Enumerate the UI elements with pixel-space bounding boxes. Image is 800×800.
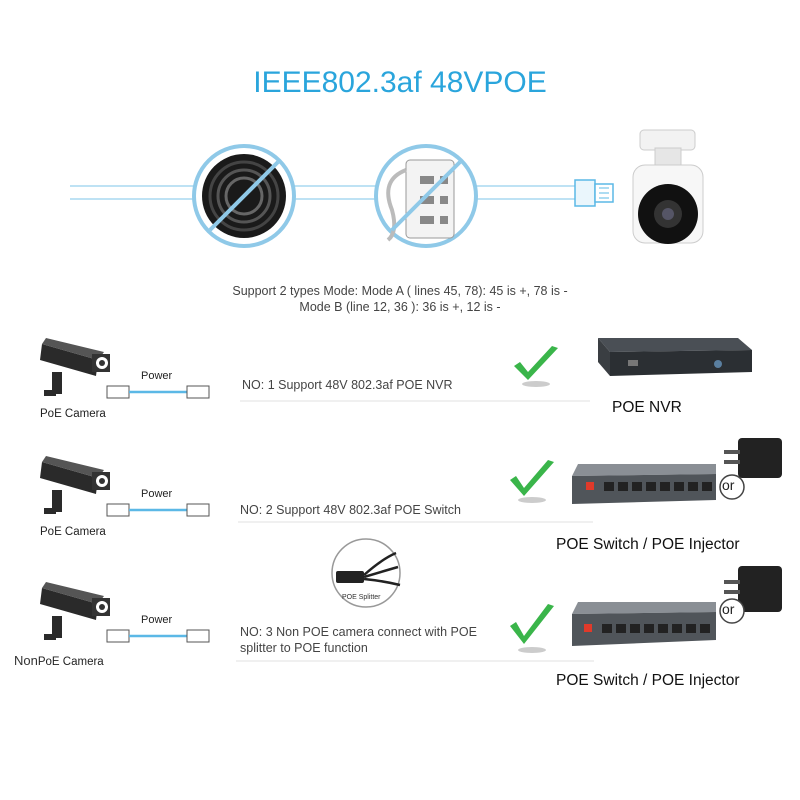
- row3-camera-label: NonPoE Camera: [14, 652, 104, 670]
- row3-description-line1: NO: 3 Non POE camera connect with POE: [240, 625, 477, 639]
- row1-camera-icon: [40, 338, 110, 396]
- row2-or-text: or: [722, 477, 735, 493]
- row2-camera-icon: [40, 456, 110, 514]
- row1-power-label: Power: [141, 370, 173, 382]
- support-line-1: Support 2 types Mode: Mode A ( lines 45,…: [232, 284, 568, 298]
- bullet-camera-icon: [632, 129, 704, 244]
- row2-check-icon: [510, 460, 554, 503]
- row1-device-label: POE NVR: [612, 399, 682, 416]
- row1-separator: [240, 400, 590, 402]
- row2-or-badge: [719, 474, 745, 500]
- row3-separator: [236, 660, 594, 662]
- row3-power-label: Power: [141, 614, 173, 626]
- nvr-device-icon: [598, 338, 752, 376]
- row1-camera-label: PoE Camera: [40, 408, 106, 420]
- row3-camera-label-main: PoE Camera: [37, 656, 104, 668]
- row3-device-label: POE Switch / POE Injector: [556, 672, 740, 689]
- row2-power-cable: [106, 503, 210, 517]
- power-strip-prohibited-icon: [374, 144, 478, 248]
- row2-switch-device-icon: [572, 464, 716, 504]
- row1-power-cable: [106, 385, 210, 399]
- splitter-label: POE Splitter: [342, 594, 381, 601]
- header-diagram: [70, 129, 704, 248]
- row3-camera-icon: [40, 582, 110, 640]
- row1-description: NO: 1 Support 48V 802.3af POE NVR: [242, 378, 453, 392]
- row3-or-badge: [719, 598, 745, 624]
- support-line-2: Mode B (line 12, 36 ): 36 is +, 12 is -: [299, 300, 501, 314]
- page-title: IEEE802.3af 48VPOE: [253, 66, 547, 99]
- row3-switch-device-icon: [572, 602, 716, 646]
- row1-check-icon: [514, 346, 558, 387]
- support-modes-text: Support 2 types Mode: Mode A ( lines 45,…: [150, 283, 650, 315]
- splitter-icon: [331, 538, 401, 608]
- row2-separator: [238, 521, 593, 523]
- row3-injector-icon: [724, 566, 782, 612]
- rj45-plug-icon: [574, 179, 614, 207]
- row3-power-cable: [106, 629, 210, 643]
- row2-power-label: Power: [141, 488, 173, 500]
- row3-description-line2: splitter to POE function: [240, 641, 368, 655]
- row2-camera-label: PoE Camera: [40, 526, 106, 538]
- row3-check-icon: [510, 604, 554, 653]
- cable-coil-prohibited-icon: [192, 144, 296, 248]
- row3-or-text: or: [722, 601, 735, 617]
- row2-device-label: POE Switch / POE Injector: [556, 536, 740, 553]
- row3-description: NO: 3 Non POE camera connect with POE sp…: [240, 624, 477, 656]
- row2-injector-icon: [724, 438, 782, 478]
- row3-camera-label-prefix: Non: [14, 653, 38, 668]
- row2-description: NO: 2 Support 48V 802.3af POE Switch: [240, 503, 461, 517]
